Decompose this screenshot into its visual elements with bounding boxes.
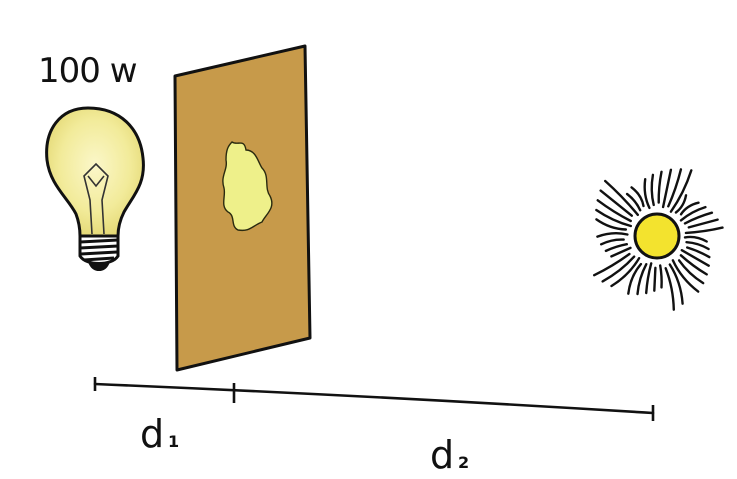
sun-ray	[686, 246, 711, 259]
sun-ray	[664, 267, 675, 311]
sun-ray	[604, 179, 639, 216]
sun-ray	[643, 178, 651, 210]
sun-icon	[593, 168, 724, 311]
sun-ray	[657, 170, 663, 204]
sun-ray	[685, 241, 710, 251]
sun-ray	[627, 262, 643, 295]
sun-ray	[684, 226, 724, 235]
lightbulb-icon	[45, 106, 145, 271]
sun-ray	[625, 192, 642, 212]
sun-ray	[610, 257, 641, 288]
sun-ray	[674, 194, 688, 214]
sun-ray	[636, 263, 648, 296]
d1-subscript: 1	[168, 432, 179, 451]
sun-ray	[679, 254, 708, 276]
sun-ray	[650, 173, 655, 207]
sun-ray	[653, 266, 657, 292]
sun-ray	[659, 264, 663, 289]
bulb-glass	[45, 106, 145, 238]
sun-ray	[596, 199, 632, 223]
sun-ray	[683, 235, 708, 243]
sun-ray	[667, 168, 683, 208]
sun-ray	[683, 211, 714, 225]
distance-scale	[93, 377, 655, 421]
sun-ray	[604, 243, 628, 253]
sun-ray	[677, 259, 705, 285]
sun-ray	[679, 205, 707, 222]
sun-ray	[600, 238, 625, 246]
photometer-screen	[173, 44, 312, 372]
sun-ray	[630, 186, 645, 208]
distance-label-d2: d 2	[430, 433, 469, 477]
d2-symbol: d	[430, 433, 454, 477]
sun-ray	[599, 189, 633, 217]
sun-ray	[610, 246, 632, 258]
sun-ray	[671, 259, 700, 293]
sun-ray	[595, 218, 628, 231]
sun-ray	[596, 232, 629, 238]
sun-ray	[661, 168, 673, 209]
d1-symbol: d	[140, 412, 164, 456]
sun-ray	[687, 218, 719, 229]
distance-line	[93, 382, 655, 415]
sun-ray	[669, 169, 693, 213]
distance-label-d1: d 1	[140, 412, 179, 456]
d2-subscript: 2	[458, 453, 469, 472]
bulb-threads	[79, 238, 119, 262]
sun-ray	[668, 263, 684, 305]
sun-rays	[593, 168, 724, 311]
sun-ray	[595, 208, 632, 228]
bulb-power-label: 100 w	[38, 51, 137, 91]
sun-ray	[601, 255, 636, 283]
sun-disc	[633, 212, 681, 260]
bulb-filament	[83, 162, 109, 235]
sun-ray	[645, 262, 653, 295]
grease-spot	[222, 141, 273, 232]
sun-ray	[593, 252, 631, 277]
bulb-tip	[88, 263, 110, 271]
sun-ray	[679, 201, 700, 216]
sun-ray	[680, 249, 710, 267]
